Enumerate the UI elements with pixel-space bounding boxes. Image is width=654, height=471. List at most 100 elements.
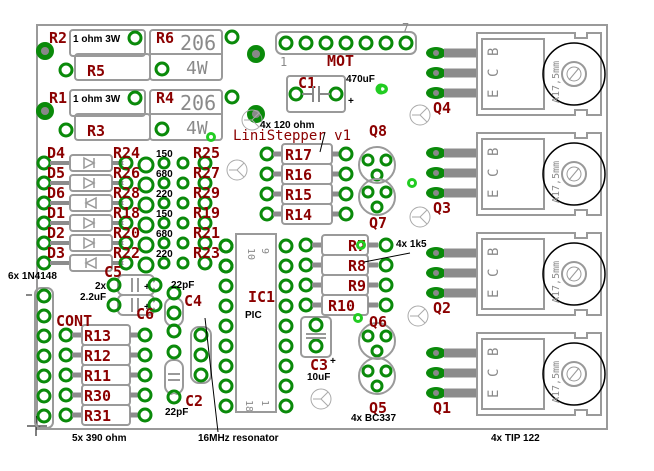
- pad-hole: [162, 161, 166, 165]
- c2-pad: [166, 344, 182, 360]
- pad-hole: [283, 263, 289, 269]
- pad-hole: [171, 394, 177, 400]
- c2-value: 22pF: [165, 407, 188, 418]
- ic-pin: [218, 298, 234, 314]
- resistor-pad: [118, 255, 134, 271]
- test-point-icon: [226, 159, 248, 181]
- pad-hole: [40, 106, 50, 116]
- pad-hole: [142, 352, 148, 358]
- resistor-pad: [118, 155, 134, 171]
- pad-hole: [202, 180, 208, 186]
- heatsink-label: A17,5mm: [551, 61, 562, 103]
- pin-label: C: [486, 169, 502, 177]
- resistor-pad: [338, 186, 354, 202]
- resistor-ref: R21: [193, 224, 220, 242]
- screw-icon: [568, 367, 580, 381]
- pad-hole: [223, 363, 229, 369]
- ic-pin: [218, 238, 234, 254]
- pad-hole: [283, 243, 289, 249]
- diode-body: [69, 174, 113, 192]
- pad-hole: [343, 211, 349, 217]
- test-point-icon: [313, 391, 329, 407]
- resistor-ref: R6: [156, 29, 174, 47]
- mot-pin-last: 7: [402, 21, 409, 35]
- c1-value: 470uF: [346, 74, 375, 85]
- pad-hole: [63, 412, 69, 418]
- test-point-icon: [244, 112, 260, 128]
- resistor-pad: [157, 236, 171, 250]
- pad-hole: [181, 181, 185, 185]
- via: [353, 313, 363, 323]
- pad-hole: [433, 150, 439, 156]
- resistor-ref: R24: [113, 144, 140, 162]
- pad-hole: [359, 243, 363, 247]
- ic-pin: [278, 338, 294, 354]
- cont-label: CONT: [56, 312, 92, 330]
- diode-ref: D6: [47, 184, 65, 202]
- to220-outline: [476, 132, 602, 216]
- to220-tab: [481, 38, 545, 110]
- diode-ref: D5: [47, 164, 65, 182]
- resistor-ref: R13: [84, 327, 111, 345]
- pad-hole: [223, 323, 229, 329]
- resistor-pad: [176, 176, 190, 190]
- pad-hole: [343, 40, 349, 46]
- resistor-pad: [118, 175, 134, 191]
- pad-hole: [171, 290, 177, 296]
- ic-pin-label: 9: [259, 248, 270, 254]
- pad-hole: [132, 35, 138, 41]
- cont-pin: [36, 408, 52, 424]
- resistor-ref: R15: [285, 186, 312, 204]
- capacitor-symbol: [306, 333, 326, 339]
- pad-hole: [283, 383, 289, 389]
- pad-hole: [63, 392, 69, 398]
- screw-icon: [566, 266, 582, 282]
- resistor-value: 680: [156, 229, 173, 240]
- resistor-pad: [157, 176, 171, 190]
- ic-ref: IC1: [248, 288, 275, 306]
- resistor-ref: R4: [156, 89, 174, 107]
- pin-label: C: [486, 269, 502, 277]
- ic-pin: [218, 378, 234, 394]
- resistor-ref: R8: [348, 257, 366, 275]
- pad-hole: [123, 160, 129, 166]
- pad-hole: [41, 353, 47, 359]
- pad-hole: [283, 403, 289, 409]
- screw-icon: [561, 61, 587, 87]
- c1-outline: [286, 75, 346, 113]
- resistor-ref: R10: [328, 297, 355, 315]
- pad-hole: [223, 383, 229, 389]
- pin-label: B: [486, 148, 502, 156]
- resistor-ref: R22: [113, 244, 140, 262]
- pad-hole: [223, 283, 229, 289]
- pad-hole: [433, 90, 439, 96]
- mot-pin: [378, 35, 394, 51]
- pad-hole: [181, 161, 185, 165]
- c3-pad: [308, 338, 324, 354]
- diode-symbol-icon: [84, 256, 97, 270]
- cap-pad: [147, 297, 163, 313]
- ic-pin: [278, 258, 294, 274]
- resistor-pad: [118, 235, 134, 251]
- mot-pin: [358, 35, 374, 51]
- resistor-pad: [137, 347, 153, 363]
- pad-hole: [264, 151, 270, 157]
- c2-outline: [164, 359, 184, 395]
- pad-hole: [142, 261, 150, 269]
- pin-label: B: [486, 48, 502, 56]
- pad-hole: [223, 243, 229, 249]
- cap-count: 2x: [95, 281, 107, 292]
- pad-hole: [142, 241, 150, 249]
- capacitor-symbol: [131, 298, 139, 312]
- board-outline: [36, 24, 608, 430]
- pad-hole: [433, 70, 439, 76]
- pad-hole: [181, 261, 185, 265]
- pad-hole: [142, 412, 148, 418]
- pad-hole: [229, 94, 235, 100]
- resistor-pad: [197, 175, 213, 191]
- transistor-outline: [358, 357, 396, 395]
- via: [407, 178, 417, 188]
- pad-hole: [283, 363, 289, 369]
- ic-type: PIC: [245, 310, 262, 321]
- pad-hole: [223, 263, 229, 269]
